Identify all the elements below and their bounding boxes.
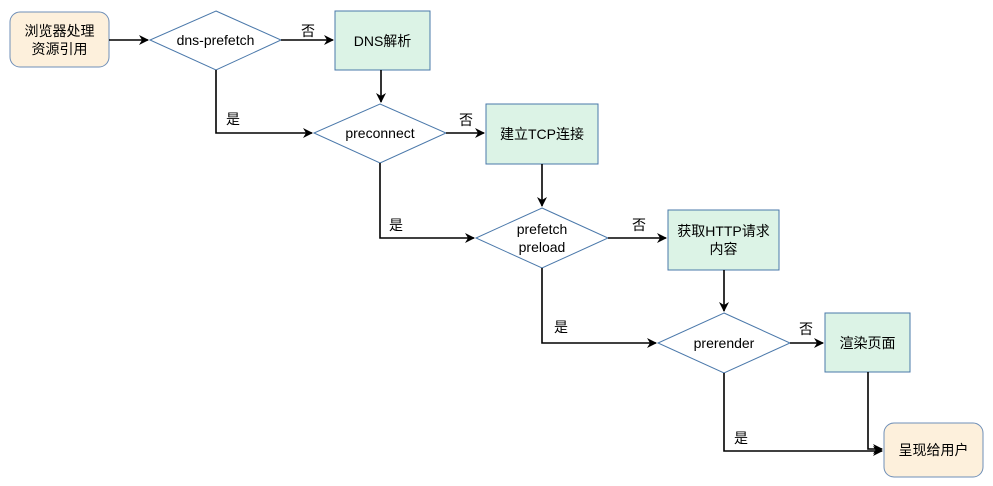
- edge-label-yes-1: 是: [226, 111, 240, 127]
- edge-prerender-yes: [723, 373, 883, 456]
- http-request-node-label: 获取HTTP请求内容: [677, 223, 770, 257]
- present-user-terminal-shape: [883, 422, 984, 478]
- edge-render-to-present: [867, 372, 883, 454]
- render-page-process-shape: [824, 312, 911, 373]
- edge-label-no-2: 否: [459, 112, 473, 128]
- edge-label-yes-3: 是: [554, 319, 568, 335]
- edge-label-no-3: 否: [632, 217, 646, 233]
- prefetch-preload-node-label: prefetch preload: [516, 221, 568, 255]
- start-node-label: 浏览器处理资源引用: [24, 22, 95, 57]
- edge-label-no-1: 否: [301, 23, 315, 39]
- edge-preconnect-yes: [379, 163, 475, 243]
- present-user-node-label: 呈现给用户: [898, 442, 969, 458]
- edge-dns-prefetch-yes: [215, 70, 313, 138]
- edge-label-yes-4: 是: [734, 430, 748, 446]
- prerender-node-label: prerender: [693, 335, 755, 351]
- render-page-node-label: 渲染页面: [839, 334, 896, 351]
- preconnect-node-label: preconnect: [345, 125, 415, 141]
- edge-prefetch-yes: [541, 268, 657, 348]
- http-request-process-shape: [667, 209, 780, 271]
- tcp-connect-process-shape: [485, 103, 599, 165]
- edge-label-no-4: 否: [799, 321, 813, 337]
- tcp-connect-node-label: 建立TCP连接: [500, 126, 584, 142]
- dns-prefetch-node-label: dns-prefetch: [176, 32, 255, 48]
- dns-resolve-node-label: DNS解析: [353, 32, 412, 49]
- edge-label-yes-2: 是: [389, 217, 403, 233]
- dns-resolve-process-shape: [334, 10, 431, 71]
